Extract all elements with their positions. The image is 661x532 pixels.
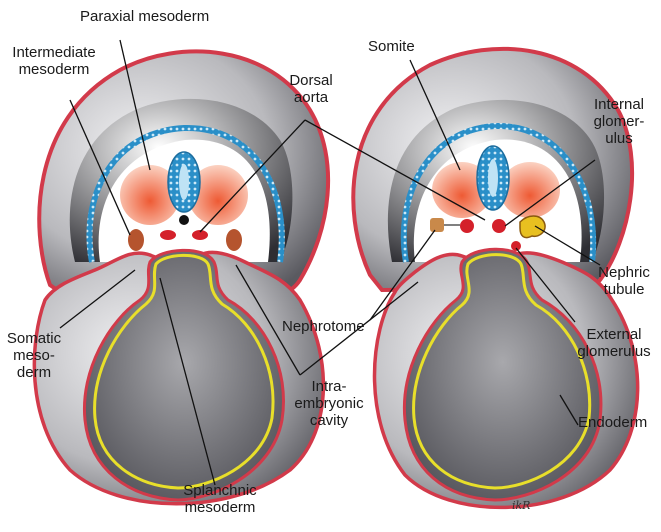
label-somatic-mesoderm: Somatic meso- derm	[2, 330, 66, 381]
right-nephrotome	[430, 218, 444, 232]
label-intermediate-line2: mesoderm	[2, 61, 106, 78]
label-cavity-line1: Intra-	[286, 378, 372, 395]
label-nephric-tubule-line2: tubule	[590, 281, 658, 298]
label-nephric-tubule: Nephric tubule	[590, 264, 658, 298]
right-nephric-tubule	[520, 216, 545, 238]
label-nephric-tubule-line1: Nephric	[590, 264, 658, 281]
label-internal-glomerulus-line2: glomer-	[582, 113, 656, 130]
label-external-glomerulus-line2: glomerulus	[570, 343, 658, 360]
label-intermediate-mesoderm: Intermediate mesoderm	[2, 44, 106, 78]
label-intermediate-line1: Intermediate	[2, 44, 106, 61]
label-dorsal-aorta-line1: Dorsal	[276, 72, 346, 89]
label-external-glomerulus: External glomerulus	[570, 326, 658, 360]
label-splanchnic-mesoderm: Splanchnic mesoderm	[170, 482, 270, 516]
left-notochord	[179, 215, 189, 225]
label-somatic-line1: Somatic	[2, 330, 66, 347]
label-internal-glomerulus: Internal glomer- ulus	[582, 96, 656, 147]
left-intermediate-mesoderm-b	[226, 229, 242, 251]
label-internal-glomerulus-line1: Internal	[582, 96, 656, 113]
label-paraxial-mesoderm: Paraxial mesoderm	[80, 8, 209, 25]
label-dorsal-aorta: Dorsal aorta	[276, 72, 346, 106]
label-splanchnic-line2: mesoderm	[170, 499, 270, 516]
left-dorsal-aorta-a	[160, 230, 176, 240]
label-somite: Somite	[368, 38, 415, 55]
label-splanchnic-line1: Splanchnic	[170, 482, 270, 499]
right-dorsal-aorta-b	[492, 219, 506, 233]
label-nephrotome: Nephrotome	[282, 318, 365, 335]
right-dorsal-aorta-a	[460, 219, 474, 233]
label-dorsal-aorta-line2: aorta	[276, 89, 346, 106]
left-neural-canal	[179, 164, 189, 200]
label-internal-glomerulus-line3: ulus	[582, 130, 656, 147]
label-endoderm: Endoderm	[578, 414, 647, 431]
left-intermediate-mesoderm-a	[128, 229, 144, 251]
label-intraembryonic-cavity: Intra- embryonic cavity	[286, 378, 372, 429]
artist-signature: ikR	[512, 497, 530, 514]
label-cavity-line3: cavity	[286, 412, 372, 429]
label-external-glomerulus-line1: External	[570, 326, 658, 343]
label-cavity-line2: embryonic	[286, 395, 372, 412]
label-somatic-line3: derm	[2, 364, 66, 381]
right-external-glomerulus	[511, 241, 521, 251]
label-somatic-line2: meso-	[2, 347, 66, 364]
right-neural-canal	[488, 159, 498, 197]
